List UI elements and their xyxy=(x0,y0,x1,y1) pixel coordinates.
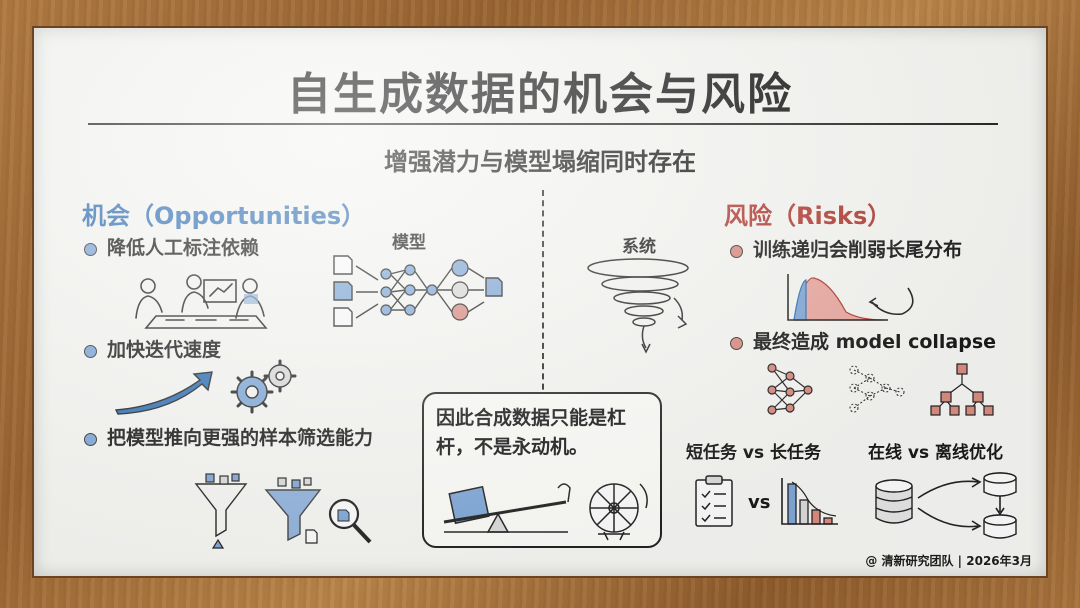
risks-heading: 风险（Risks） xyxy=(724,202,892,230)
risk-item-1: 训练递归会削弱长尾分布 xyxy=(730,238,1030,264)
tornado-icon xyxy=(587,258,689,354)
page-subtitle: 增强潜力与模型塌缩同时存在 xyxy=(384,148,696,176)
trend-arrow-icon xyxy=(114,371,213,415)
system-label: 系统 xyxy=(622,237,656,257)
risk-label-2: 最终造成 model collapse xyxy=(753,331,997,353)
opportunity-item-3: 把模型推向更强的样本筛选能力 xyxy=(84,426,374,452)
whiteboard: 自生成数据的机会与风险 增强潜力与模型塌缩同时存在 机会（Opportuniti… xyxy=(34,28,1046,576)
footer-credit: @ 清新研究团队 | 2026年3月 xyxy=(865,554,1032,568)
bullet-dot xyxy=(730,245,743,258)
gears-icon xyxy=(230,359,297,414)
opportunities-heading: 机会（Opportunities） xyxy=(82,202,366,230)
funnel-icon xyxy=(194,473,372,549)
task-comparison-label: 短任务 vs 长任务 xyxy=(686,443,822,463)
vs-label: vs xyxy=(748,492,771,513)
opportunity-label-3: 把模型推向更强的样本筛选能力 xyxy=(107,427,374,449)
bullet-dot xyxy=(84,433,97,446)
opportunity-item-2: 加快迭代速度 xyxy=(84,338,334,364)
people-meeting-icon xyxy=(135,274,268,329)
callout-text: 因此合成数据只能是杠杆，不是永动机。 xyxy=(436,407,627,458)
page-title: 自生成数据的机会与风险 xyxy=(287,69,793,120)
collapsing-network-icon xyxy=(767,363,994,416)
opportunity-label-1: 降低人工标注依赖 xyxy=(107,237,260,259)
lever-icon xyxy=(443,483,648,541)
risk-item-2: 最终造成 model collapse xyxy=(730,330,1030,356)
opportunity-item-1: 降低人工标注依赖 xyxy=(84,236,334,262)
database-icon xyxy=(875,472,1017,539)
opportunity-label-2: 加快迭代速度 xyxy=(107,339,222,361)
bullet-dot xyxy=(84,243,97,256)
risk-label-1: 训练递归会削弱长尾分布 xyxy=(753,239,963,261)
callout-box: 因此合成数据只能是杠杆，不是永动机。 xyxy=(422,392,662,548)
bar-chart-icon xyxy=(781,478,838,525)
neural-network-icon xyxy=(333,255,503,327)
bullet-dot xyxy=(730,337,743,350)
model-label: 模型 xyxy=(392,233,426,253)
bullet-dot xyxy=(84,345,97,358)
wheel-icon xyxy=(589,483,648,541)
distribution-curve-icon xyxy=(787,274,914,321)
checklist-icon xyxy=(695,475,733,527)
optimization-comparison-label: 在线 vs 离线优化 xyxy=(868,443,1004,463)
center-divider xyxy=(542,190,544,410)
title-underline xyxy=(88,123,998,125)
